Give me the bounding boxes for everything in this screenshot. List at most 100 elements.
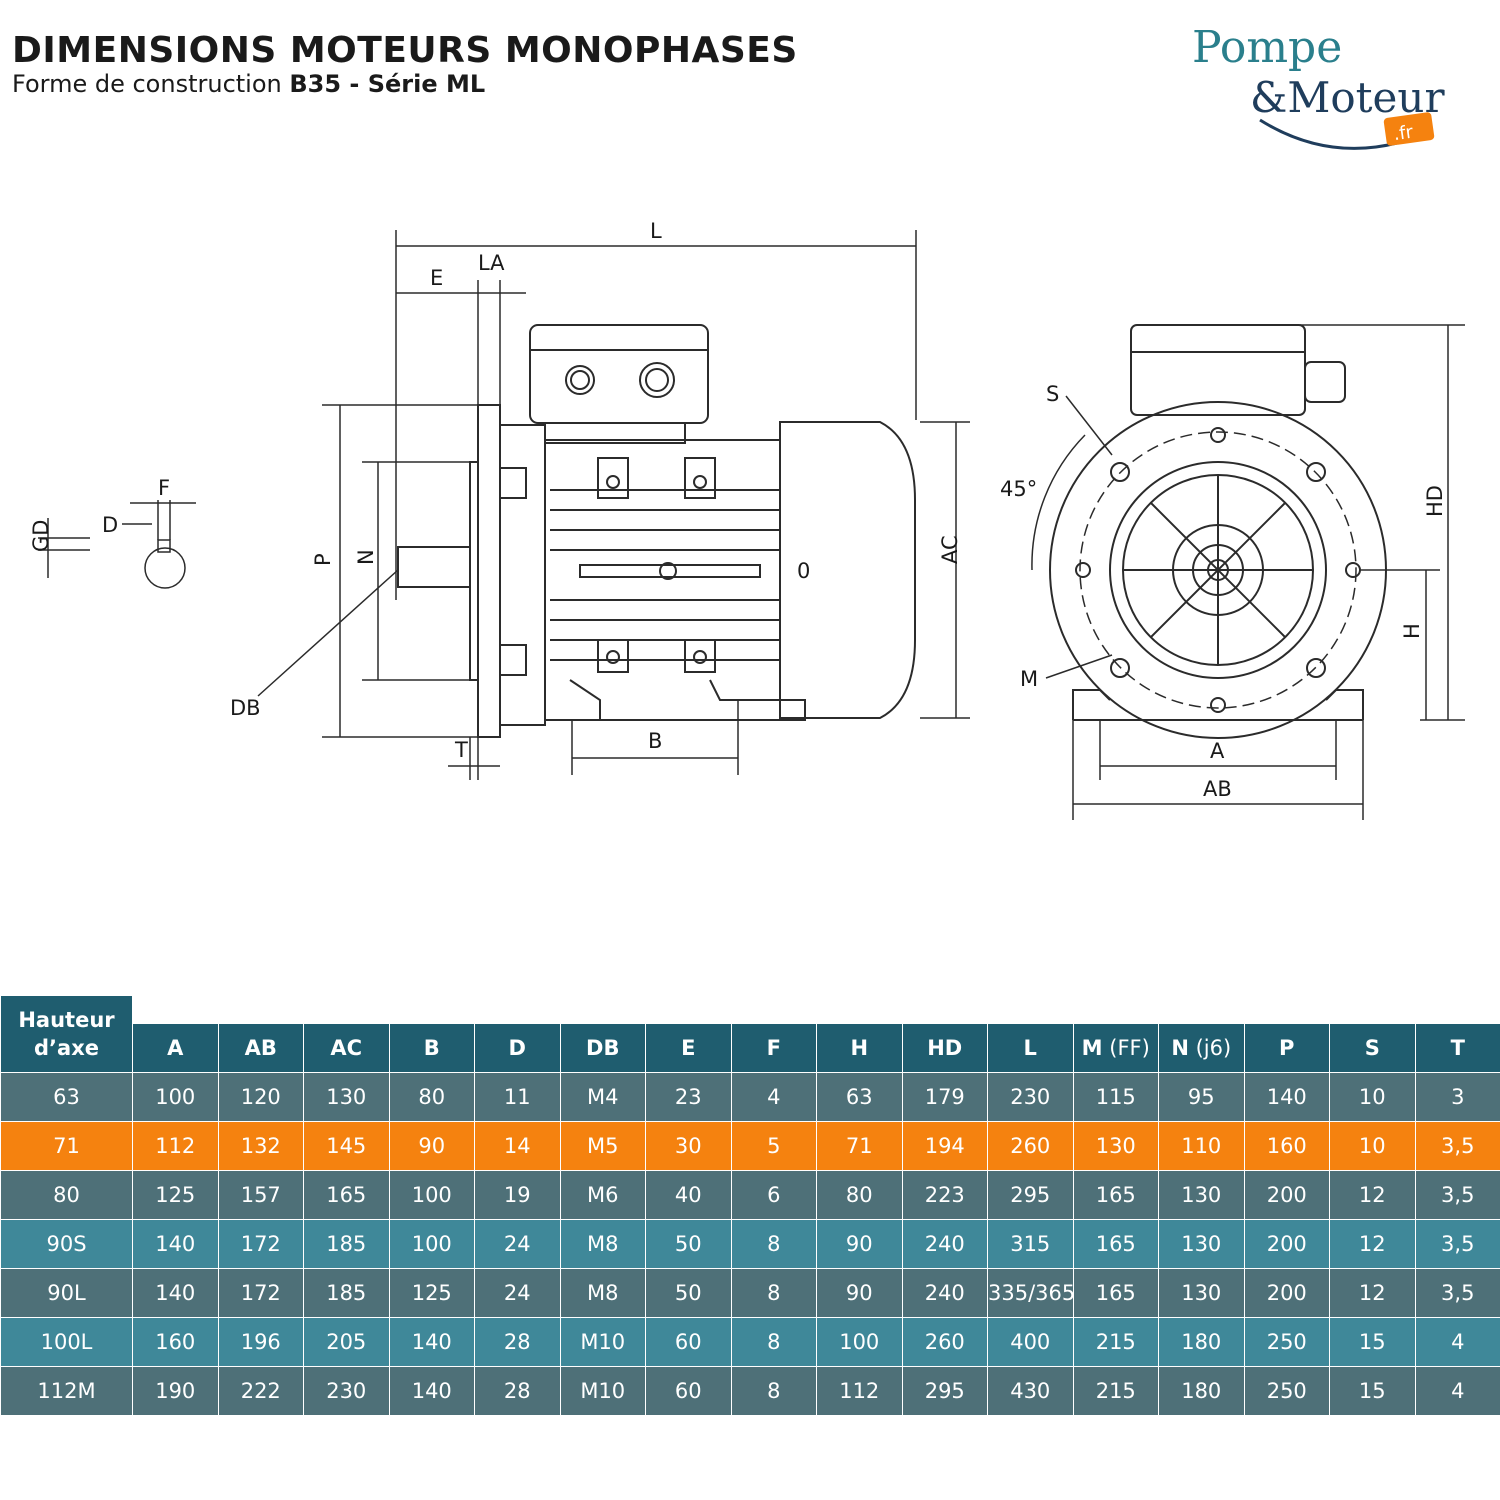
column-label: AB xyxy=(244,1035,277,1060)
label-H: H xyxy=(1400,623,1424,639)
table-cell: 200 xyxy=(1243,1219,1330,1269)
side-view xyxy=(397,324,916,738)
table-cell: 295 xyxy=(901,1366,988,1416)
subtitle-series: B35 - Série ML xyxy=(289,70,486,98)
table-cell: 71 xyxy=(816,1121,903,1171)
row-hauteur-axe: 112M xyxy=(0,1366,133,1416)
motor-frame xyxy=(544,439,781,721)
table-cell: 80 xyxy=(816,1170,903,1220)
label-F: F xyxy=(158,476,170,500)
column-unit: (FF) xyxy=(1102,1035,1150,1060)
label-L: L xyxy=(650,219,662,243)
motor-feet xyxy=(544,679,806,721)
table-cell: 14 xyxy=(474,1121,561,1171)
column-header-h: H xyxy=(816,1022,903,1074)
table-cell: 200 xyxy=(1243,1268,1330,1318)
corner-line1: Hauteur xyxy=(18,1008,115,1032)
table-cell: 140 xyxy=(132,1268,219,1318)
table-cell: 6 xyxy=(730,1170,817,1220)
flange xyxy=(477,404,501,738)
table-cell: 165 xyxy=(1072,1170,1159,1220)
table-cell: 60 xyxy=(645,1317,732,1367)
table-cell: M10 xyxy=(559,1366,646,1416)
terminal-box xyxy=(529,324,709,424)
table-cell: 205 xyxy=(303,1317,390,1367)
table-cell: 12 xyxy=(1329,1170,1416,1220)
row-hauteur-axe: 90S xyxy=(0,1219,133,1269)
table-cell: 260 xyxy=(987,1121,1074,1171)
column-label: L xyxy=(1023,1035,1037,1060)
column-header-ab: AB xyxy=(217,1022,304,1074)
table-cell: 165 xyxy=(1072,1268,1159,1318)
column-label: H xyxy=(850,1035,869,1060)
column-header-d: D xyxy=(474,1022,561,1074)
table-cell: 12 xyxy=(1329,1268,1416,1318)
table-cell: 110 xyxy=(1158,1121,1245,1171)
column-label: B xyxy=(423,1035,440,1060)
table-cell: 100 xyxy=(388,1219,475,1269)
table-cell: 200 xyxy=(1243,1170,1330,1220)
table-cell: 165 xyxy=(303,1170,390,1220)
column-label: N xyxy=(1171,1035,1189,1060)
label-P: P xyxy=(311,553,335,566)
column-label: T xyxy=(1450,1035,1465,1060)
row-hauteur-axe: 71 xyxy=(0,1121,133,1171)
table-cell: 80 xyxy=(388,1072,475,1122)
logo-moteur: &Moteur xyxy=(1250,73,1445,122)
row-hauteur-axe: 80 xyxy=(0,1170,133,1220)
table-cell: 180 xyxy=(1158,1317,1245,1367)
table-cell: 250 xyxy=(1243,1317,1330,1367)
page-title: DIMENSIONS MOTEURS MONOPHASES xyxy=(12,30,798,71)
table-cell: 430 xyxy=(987,1366,1074,1416)
table-cell: 132 xyxy=(217,1121,304,1171)
label-DB: DB xyxy=(230,696,261,720)
table-cell: 3,5 xyxy=(1414,1268,1500,1318)
table-cell: 24 xyxy=(474,1268,561,1318)
label-D: D xyxy=(102,513,118,537)
label-HD: HD xyxy=(1423,485,1447,517)
table-cell: 230 xyxy=(303,1366,390,1416)
table-cell: 222 xyxy=(217,1366,304,1416)
table-cell: 60 xyxy=(645,1366,732,1416)
table-cell: 260 xyxy=(901,1317,988,1367)
table-cell: 19 xyxy=(474,1170,561,1220)
table-cell: 196 xyxy=(217,1317,304,1367)
table-cell: 250 xyxy=(1243,1366,1330,1416)
table-cell: 140 xyxy=(388,1317,475,1367)
table-cell: 295 xyxy=(987,1170,1074,1220)
column-label: HD xyxy=(927,1035,963,1060)
table-cell: 179 xyxy=(901,1072,988,1122)
table-cell: 50 xyxy=(645,1219,732,1269)
table-cell: 172 xyxy=(217,1268,304,1318)
table-cell: M10 xyxy=(559,1317,646,1367)
table-cell: 11 xyxy=(474,1072,561,1122)
table-cell: 130 xyxy=(1072,1121,1159,1171)
table-cell: 125 xyxy=(388,1268,475,1318)
column-label: S xyxy=(1364,1035,1380,1060)
label-GD: GD xyxy=(29,520,53,552)
table-cell: 100 xyxy=(388,1170,475,1220)
table-cell: 125 xyxy=(132,1170,219,1220)
table-cell: 215 xyxy=(1072,1317,1159,1367)
table-cell: M5 xyxy=(559,1121,646,1171)
table-cell: 215 xyxy=(1072,1366,1159,1416)
label-E: E xyxy=(430,266,443,290)
table-cell: 194 xyxy=(901,1121,988,1171)
table-cell: 185 xyxy=(303,1268,390,1318)
column-header-p: P xyxy=(1243,1022,1330,1074)
table-cell: 180 xyxy=(1158,1366,1245,1416)
table-cell: 160 xyxy=(1243,1121,1330,1171)
label-M: M xyxy=(1020,667,1038,691)
table-cell: 130 xyxy=(1158,1170,1245,1220)
pompe-moteur-logo: Pompe &Moteur .fr xyxy=(1192,22,1445,150)
table-cell: 10 xyxy=(1329,1072,1416,1122)
table-cell: M4 xyxy=(559,1072,646,1122)
column-header-ac: AC xyxy=(303,1022,390,1074)
